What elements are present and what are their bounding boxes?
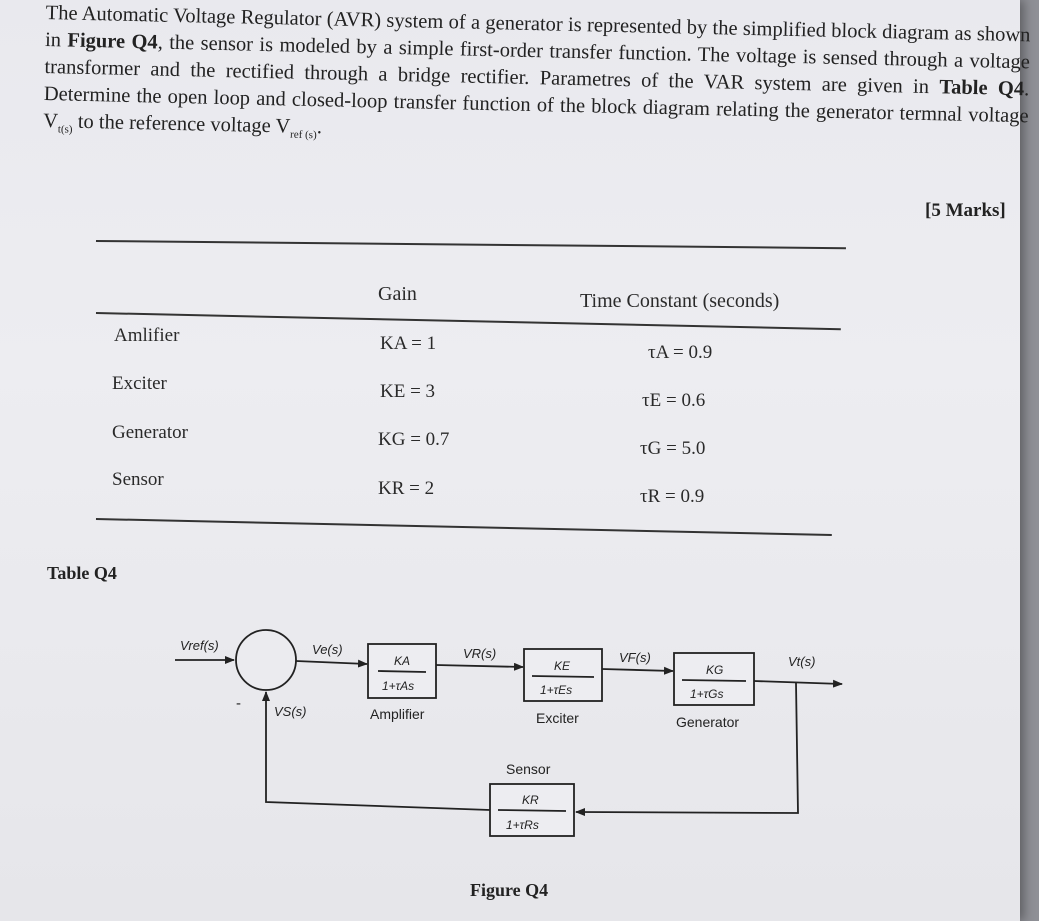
vt-output-line [753, 679, 843, 688]
marks-label: [5 Marks] [925, 200, 1006, 221]
gain-header: Gain [378, 283, 417, 305]
amplifier-label: Amplifier [370, 706, 425, 722]
vr-label: VR(s) [463, 646, 496, 661]
vr-line [435, 662, 524, 671]
row-gain-sensor: KR = 2 [378, 478, 435, 499]
row-gain-amplifier: KA = 1 [380, 333, 437, 354]
generator-numerator: KG [706, 663, 723, 677]
generator-label: Generator [676, 714, 739, 730]
amplifier-numerator: KA [394, 654, 410, 668]
exciter-denominator: 1+τEs [540, 683, 572, 697]
generator-block [673, 652, 755, 706]
row-name-exciter: Exciter [112, 373, 167, 394]
row-tau-exciter: τE = 0.6 [642, 390, 706, 411]
amplifier-denominator: 1+τAs [382, 679, 414, 693]
sensor-denominator: 1+τRs [506, 818, 539, 832]
sensor-numerator: KR [522, 793, 539, 807]
table-caption: Table Q4 [47, 563, 117, 583]
row-gain-exciter: KE = 3 [380, 381, 436, 402]
summing-junction [235, 629, 297, 691]
exciter-numerator: KE [554, 659, 571, 673]
ve-line [295, 659, 368, 668]
vf-label: VF(s) [619, 650, 651, 665]
sensor-fraction-bar [497, 809, 567, 812]
vt-label: Vt(s) [788, 654, 815, 669]
amplifier-fraction-bar [377, 670, 427, 673]
row-name-sensor: Sensor [112, 469, 164, 490]
vs-label: VS(s) [274, 704, 307, 719]
figure-caption: Figure Q4 [470, 880, 549, 900]
sensor-label: Sensor [506, 761, 551, 777]
row-name-amplifier: Amlifier [114, 325, 180, 346]
feedback-path-left [262, 691, 491, 811]
time-constant-header: Time Constant (seconds) [580, 290, 780, 312]
vf-line [601, 666, 674, 675]
row-gain-generator: KG = 0.7 [378, 429, 450, 450]
row-tau-amplifier: τA = 0.9 [648, 342, 713, 363]
generator-denominator: 1+τGs [690, 687, 724, 701]
generator-fraction-bar [681, 679, 747, 682]
exciter-block [523, 648, 603, 702]
ve-label: Ve(s) [312, 642, 343, 657]
row-tau-generator: τG = 5.0 [640, 438, 706, 459]
exciter-label: Exciter [536, 710, 579, 726]
minus-sign: - [236, 695, 241, 712]
vref-label: Vref(s) [180, 638, 219, 653]
feedback-path-right [575, 682, 799, 817]
row-name-generator: Generator [112, 422, 188, 443]
exciter-fraction-bar [531, 675, 595, 678]
row-tau-sensor: τR = 0.9 [640, 486, 705, 507]
